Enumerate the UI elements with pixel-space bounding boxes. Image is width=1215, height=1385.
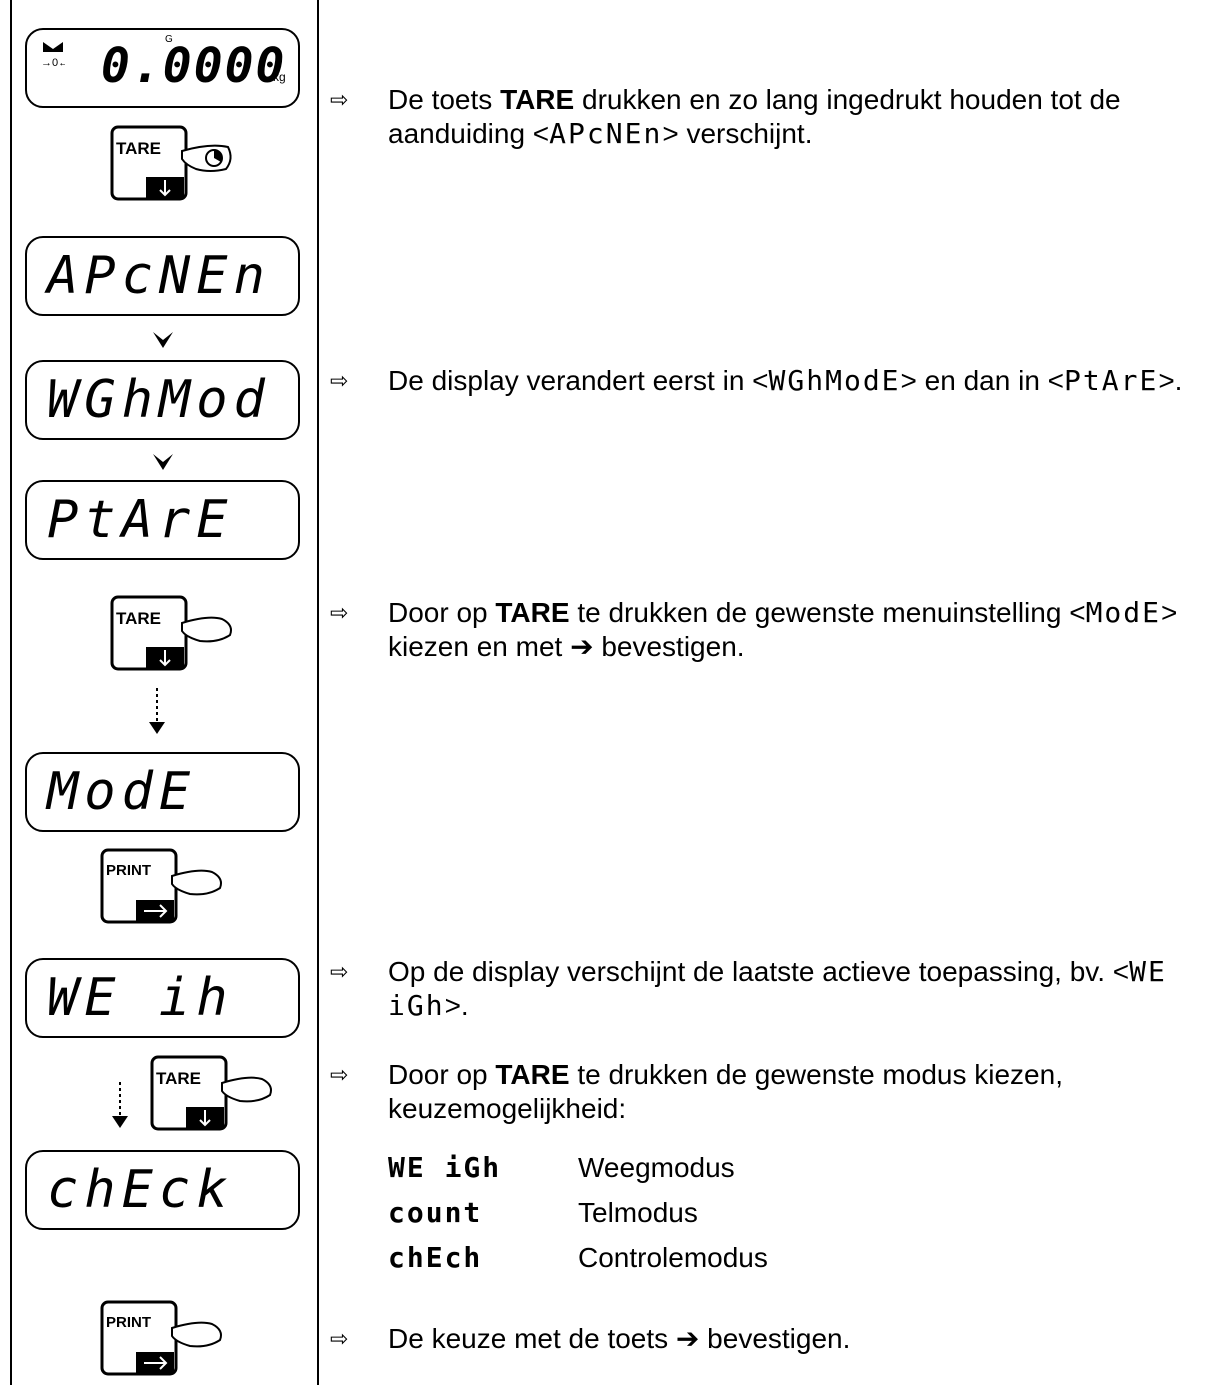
step-3: Door op TARE te drukken de gewenste menu…: [388, 596, 1178, 662]
bullet-icon: ⇨: [330, 1326, 349, 1351]
display-text: APcNEn: [47, 246, 271, 306]
arrow-down-icon: [153, 332, 173, 348]
display-weigh: WE ih: [25, 958, 300, 1038]
display-text: WGhMod: [47, 370, 271, 430]
tare-key-press: TARE: [110, 595, 232, 671]
left-border: [10, 0, 12, 1385]
weight-value: 0.0000: [101, 38, 287, 94]
tare-key-select: TARE: [150, 1055, 272, 1131]
bullet-icon: ⇨: [330, 959, 349, 984]
bullet-icon: ⇨: [330, 87, 349, 112]
print-key-label: PRINT: [106, 1314, 151, 1331]
zero-indicator-icon: →0←: [41, 42, 65, 68]
tare-key-label: TARE: [116, 139, 162, 158]
display-text: ModE: [47, 762, 197, 822]
dotted-arrow-down-icon: [149, 688, 165, 734]
tare-key-label: TARE: [156, 1069, 202, 1088]
bullet-icon: ⇨: [330, 1062, 349, 1087]
print-key-label: PRINT: [106, 862, 151, 879]
display-check: chEck: [25, 1150, 300, 1230]
tare-key-label: TARE: [116, 609, 162, 628]
weight-display: →0← G 0.0000 kg: [25, 28, 300, 108]
step-6: De keuze met de toets ➔ bevestigen.: [388, 1323, 851, 1354]
step-4: Op de display verschijnt de laatste acti…: [388, 955, 1167, 1022]
column-divider: [317, 0, 319, 1385]
svg-text:→0←: →0←: [41, 57, 65, 68]
display-wghmod: WGhMod: [25, 360, 300, 440]
print-key-confirm: PRINT: [100, 1300, 222, 1376]
bullet-icon: ⇨: [330, 368, 349, 393]
step-1: De toets TARE drukken en zo lang ingedru…: [388, 84, 1121, 150]
display-ptare: PtArE: [25, 480, 300, 560]
arrow-down-icon: [153, 454, 173, 470]
dotted-arrow-down-icon: [112, 1082, 128, 1128]
bullet-icon: ⇨: [330, 600, 349, 625]
display-text: PtArE: [47, 490, 234, 550]
step-2: De display verandert eerst in <WGhModE> …: [388, 364, 1183, 397]
step-5: Door op TARE te drukken de gewenste modu…: [388, 1059, 1063, 1124]
display-mode: ModE: [25, 752, 300, 832]
weight-unit: kg: [273, 70, 286, 84]
display-text: WE ih: [47, 968, 234, 1028]
print-key: PRINT: [100, 848, 222, 924]
gross-indicator: G: [165, 34, 173, 45]
tare-key-hold: TARE: [110, 125, 232, 201]
display-apcnen: APcNEn: [25, 236, 300, 316]
display-text: chEck: [47, 1160, 234, 1220]
